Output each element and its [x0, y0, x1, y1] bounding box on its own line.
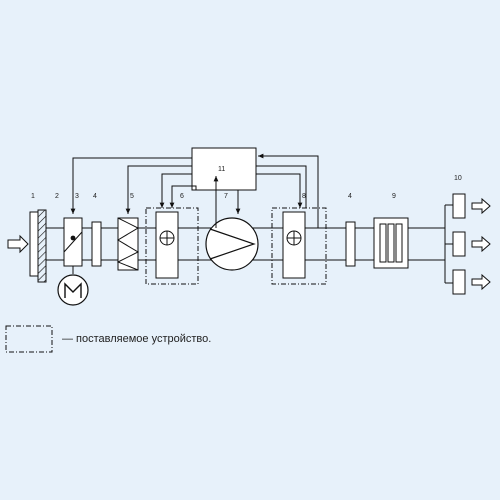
label-4b: 4 [348, 193, 352, 200]
flex-connector-1 [91, 221, 102, 267]
fan [205, 217, 259, 271]
label-11: 11 [218, 166, 225, 173]
component-labels: 1 2 3 4 5 6 7 8 4 9 10 11 [31, 166, 462, 200]
heater [155, 211, 179, 279]
label-2: 2 [55, 193, 59, 200]
legend-symbol [5, 325, 53, 353]
flex-connector-2 [345, 221, 356, 267]
damper-motor [57, 266, 89, 306]
intake-grille [29, 209, 47, 283]
label-7: 7 [224, 193, 228, 200]
cooler-supplied-box [271, 207, 327, 285]
label-9: 9 [392, 193, 396, 200]
heater-supplied-box [145, 207, 199, 285]
label-8: 8 [302, 193, 306, 200]
label-1: 1 [31, 193, 35, 200]
label-5: 5 [130, 193, 134, 200]
label-6: 6 [180, 193, 184, 200]
legend-text: — поставляемое устройство. [62, 333, 212, 345]
silencer [373, 217, 409, 269]
cooler [282, 211, 306, 279]
label-10: 10 [454, 175, 462, 182]
control-lines [70, 153, 319, 228]
inlet-arrow [7, 234, 29, 254]
label-4a: 4 [93, 193, 97, 200]
air-distributors [444, 193, 491, 295]
filter [116, 217, 140, 271]
air-damper [63, 217, 83, 267]
control-unit [191, 147, 257, 191]
label-3: 3 [75, 193, 79, 200]
